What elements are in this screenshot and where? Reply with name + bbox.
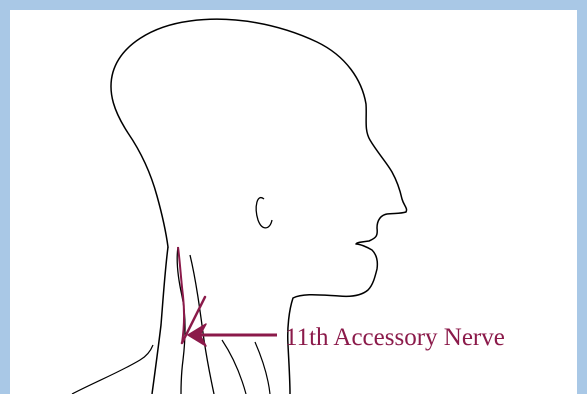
ear-outline [256, 198, 272, 228]
neck-muscle-inner-outline [190, 255, 214, 394]
throat-outline [255, 342, 270, 394]
chest-outline [222, 340, 246, 394]
shoulder-outline [72, 345, 153, 394]
accessory-nerve-line [178, 247, 184, 343]
back-of-neck-outline [152, 247, 168, 394]
nerve-label: 11th Accessory Nerve [285, 324, 505, 351]
